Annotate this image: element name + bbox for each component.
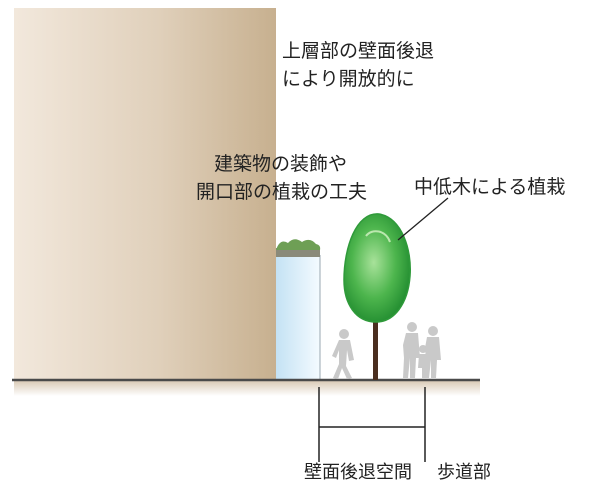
label-wall-setback-space: 壁面後退空間 [304,462,412,483]
pedestrian-adult-right [425,326,441,378]
label-facade-line1: 建築物の装飾や [214,153,347,175]
tree-leader-line [397,197,449,241]
ground-slab [14,380,480,396]
label-upper-setback-line1: 上層部の壁面後退 [282,40,434,62]
tree-trunk [373,318,378,380]
building [14,8,276,380]
glass-opening [276,255,320,380]
label-facade-line2: 開口部の植栽の工夫 [196,181,367,203]
pedestrian-adult-left [403,322,420,378]
tree-canopy-highlight [365,230,391,243]
label-sidewalk: 歩道部 [437,462,491,483]
label-upper-setback-line2: により開放的に [282,68,415,90]
pedestrian-walking [332,329,354,379]
planter-greenery [276,239,321,250]
tree-canopy [343,213,411,323]
planter-box [276,248,320,257]
label-tree: 中低木による植栽 [414,176,565,198]
